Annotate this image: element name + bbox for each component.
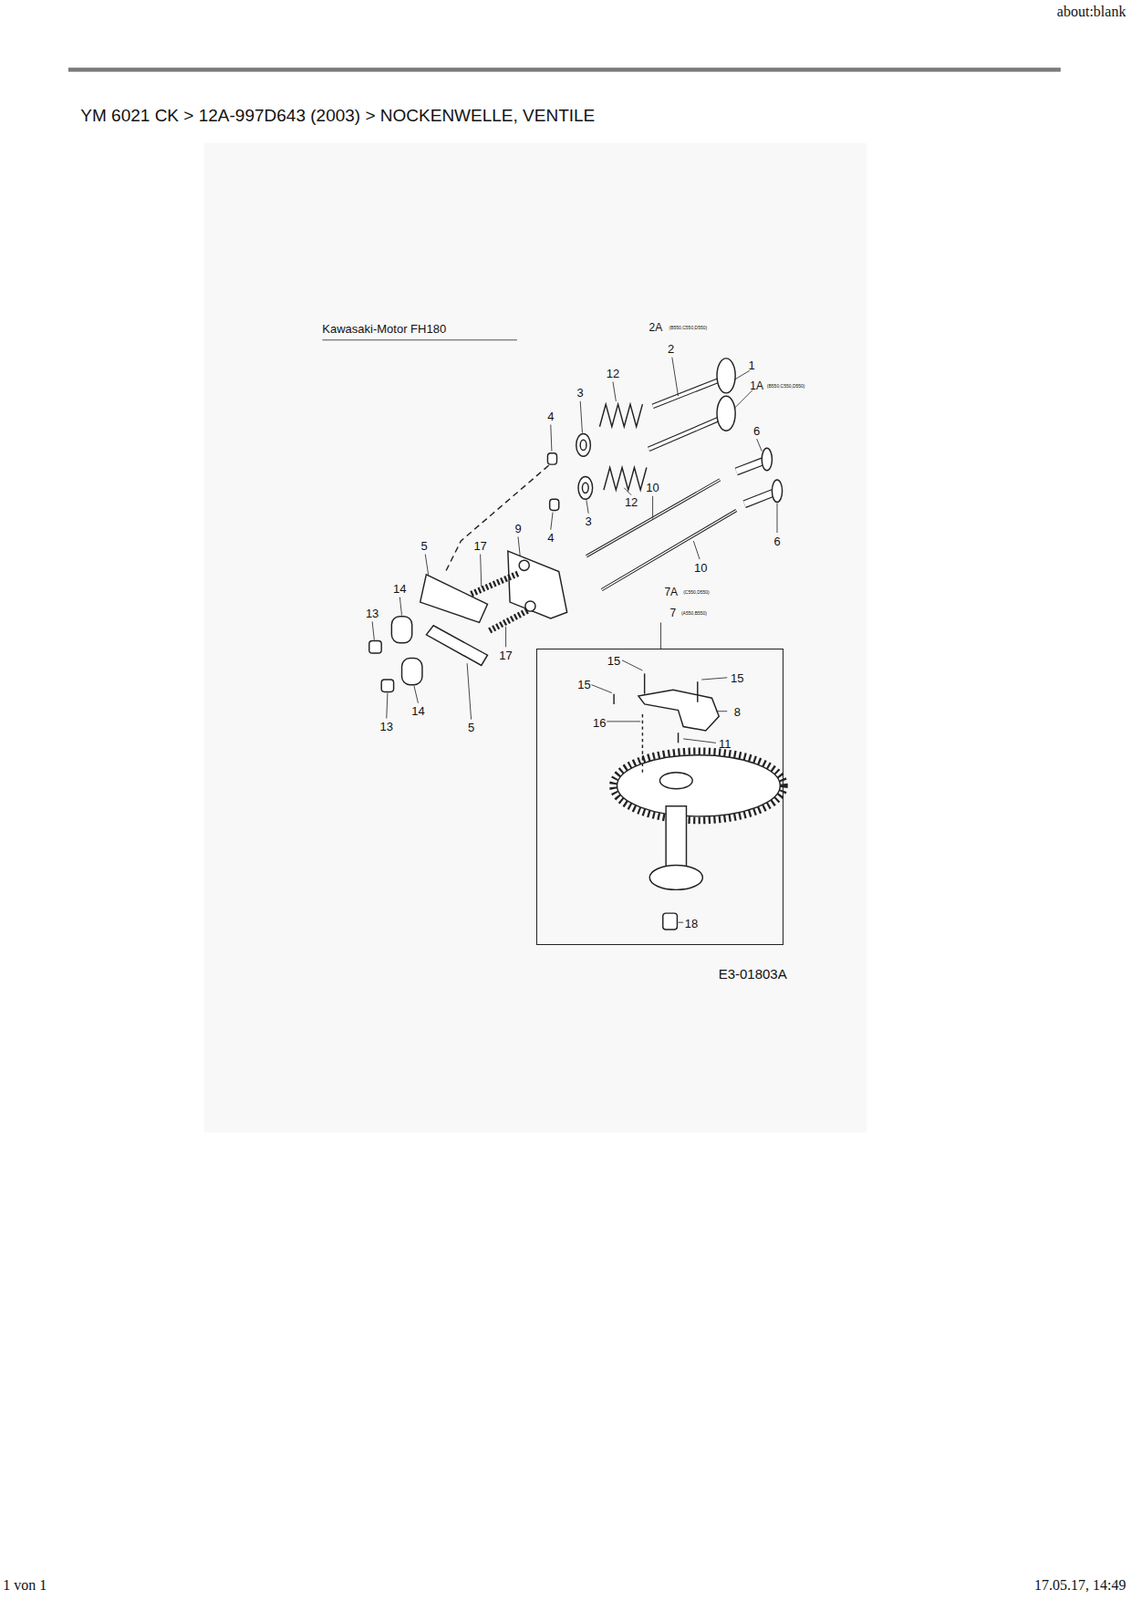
- callout-number: 4: [547, 531, 554, 544]
- callout-number: 14: [411, 705, 425, 717]
- callout-number: 6: [773, 534, 780, 547]
- callout-number: 12: [624, 496, 638, 509]
- callout-number: 6: [753, 424, 760, 436]
- callout-number: 2: [667, 342, 675, 355]
- callout-number: 9: [514, 522, 521, 535]
- callout-number: 14: [393, 582, 406, 595]
- callout-number: 15: [607, 654, 621, 667]
- inset-frame: 15 15 15 16 8 11 18: [536, 648, 784, 945]
- callout-number: 3: [585, 515, 592, 528]
- callout-number: 13: [365, 606, 379, 619]
- callout-number: 5: [421, 539, 428, 552]
- callout-number: 5: [467, 721, 475, 734]
- callout-number: 13: [380, 720, 394, 733]
- callout-number: 2A: [649, 321, 664, 333]
- callout-number: 7: [670, 607, 677, 619]
- callout-number: (B550,C550,D550): [767, 383, 806, 388]
- callout-number: 7A: [664, 586, 678, 598]
- callout-number: 4: [547, 410, 554, 423]
- callout-number: 17: [498, 648, 512, 661]
- browser-header-footer: about:blank: [1057, 4, 1127, 20]
- callout-number: 17: [473, 539, 487, 552]
- callout-number: 15: [577, 678, 591, 691]
- callout-number: 8: [734, 705, 741, 718]
- callout-number: 10: [694, 560, 707, 573]
- callout-number: 15: [730, 672, 744, 685]
- callout-number: 1: [747, 359, 755, 372]
- callout-number: 12: [606, 367, 620, 380]
- callout-number: (C550,D550): [683, 589, 710, 594]
- page-title: YM 6021 CK > 12A-997D643 (2003) > NOCKEN…: [80, 106, 595, 125]
- browser-header-footer: 1 von 1: [2, 1577, 47, 1593]
- browser-header-footer: 17.05.17, 14:49: [1034, 1577, 1126, 1593]
- callout-number: 10: [645, 481, 659, 494]
- callout-number: 16: [592, 715, 606, 728]
- callout-number: (A550,B550): [681, 610, 707, 615]
- callout-number: (B550,C550,D550): [668, 324, 707, 330]
- callout-number: 1A: [749, 380, 764, 392]
- callout-number: 18: [684, 916, 698, 929]
- figure-caption: Kawasaki-Motor FH180: [321, 322, 447, 335]
- figure-caption: E3-01803A: [718, 965, 788, 980]
- callout-number: 3: [577, 386, 584, 399]
- callout-number: 11: [718, 736, 732, 749]
